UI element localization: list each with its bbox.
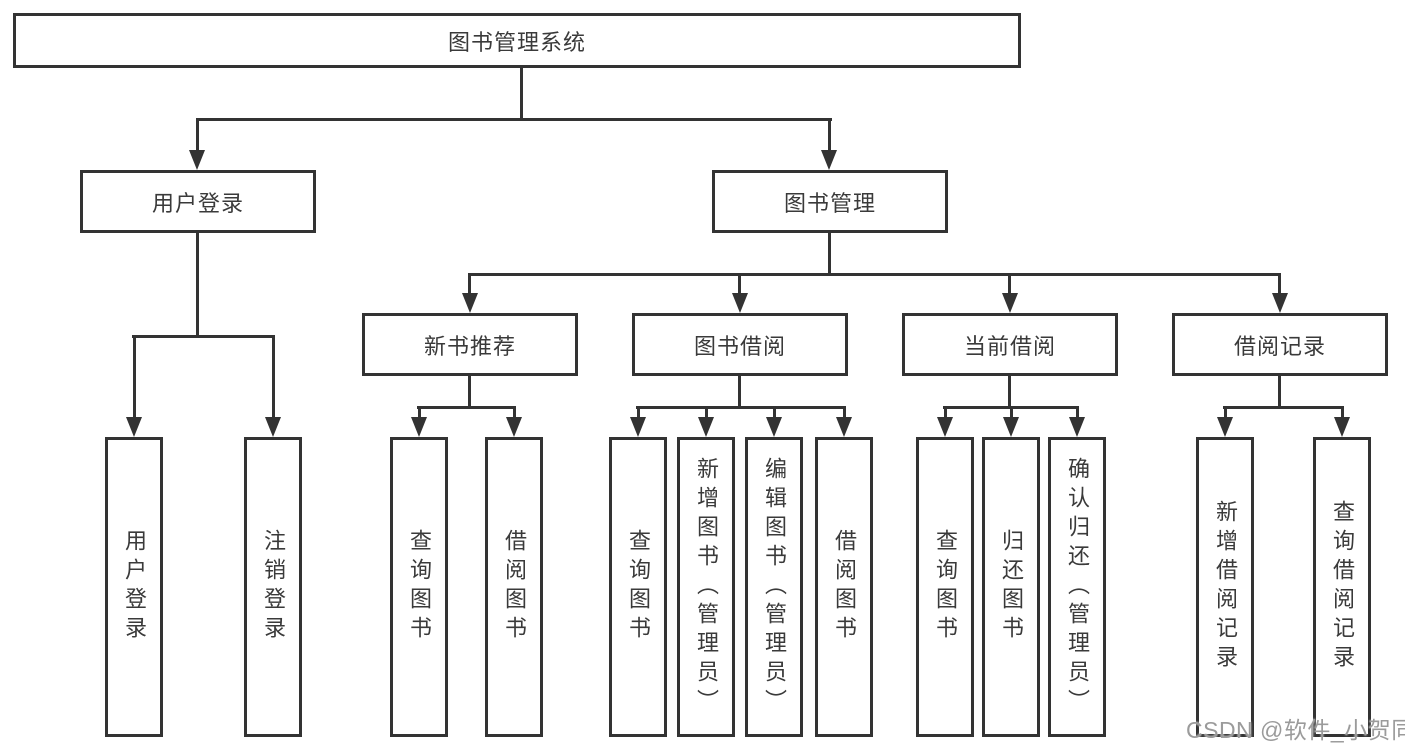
arrow-down-icon <box>126 417 142 437</box>
connector-line <box>133 335 136 419</box>
arrow-down-icon <box>1217 417 1233 437</box>
arrow-down-icon <box>1002 293 1018 313</box>
connector-line <box>196 118 832 121</box>
leaf-borrow-books: 借阅图书 <box>815 437 873 737</box>
leaf-borrow-books-recommend: 借阅图书 <box>485 437 543 737</box>
leaf-logout: 注销登录 <box>244 437 302 737</box>
connector-line <box>705 406 708 419</box>
connector-line <box>636 406 846 409</box>
leaf-add-book-admin: 新增图书（管理员） <box>677 437 735 737</box>
connector-line <box>1278 376 1281 406</box>
arrow-down-icon <box>821 150 837 170</box>
connector-line <box>637 406 640 419</box>
leaf-user-login: 用户登录 <box>105 437 163 737</box>
watermark: CSDN @软件_小贺同学 <box>1186 717 1405 743</box>
connector-line <box>1224 406 1227 419</box>
connector-line <box>1341 406 1344 419</box>
connector-line <box>738 376 741 406</box>
connector-line <box>132 335 274 338</box>
connector-line <box>1008 376 1011 406</box>
leaf-query-books-recommend: 查询图书 <box>390 437 448 737</box>
connector-line <box>468 273 471 295</box>
connector-line <box>417 406 516 409</box>
connector-line <box>272 335 275 419</box>
arrow-down-icon <box>506 417 522 437</box>
node-book-management: 图书管理 <box>712 170 948 233</box>
connector-line <box>1223 406 1344 409</box>
connector-line <box>843 406 846 419</box>
arrow-down-icon <box>937 417 953 437</box>
leaf-query-books-current: 查询图书 <box>916 437 974 737</box>
arrow-down-icon <box>732 293 748 313</box>
arrow-down-icon <box>766 417 782 437</box>
connector-line <box>1278 273 1281 295</box>
arrow-down-icon <box>462 293 478 313</box>
leaf-add-borrow-record: 新增借阅记录 <box>1196 437 1254 737</box>
arrow-down-icon <box>265 417 281 437</box>
node-borrow-record: 借阅记录 <box>1172 313 1388 376</box>
connector-line <box>738 273 741 295</box>
connector-line <box>1010 406 1013 419</box>
arrow-down-icon <box>1334 417 1350 437</box>
connector-line <box>468 376 471 406</box>
connector-line <box>828 118 831 152</box>
leaf-edit-book-admin: 编辑图书（管理员） <box>745 437 803 737</box>
leaf-query-books-borrow: 查询图书 <box>609 437 667 737</box>
node-current-borrow: 当前借阅 <box>902 313 1118 376</box>
arrow-down-icon <box>630 417 646 437</box>
connector-line <box>196 233 199 335</box>
arrow-down-icon <box>411 417 427 437</box>
connector-line <box>773 406 776 419</box>
arrow-down-icon <box>836 417 852 437</box>
connector-line <box>1076 406 1079 419</box>
arrow-down-icon <box>1003 417 1019 437</box>
connector-line <box>1008 273 1011 295</box>
arrow-down-icon <box>1272 293 1288 313</box>
connector-line <box>196 118 199 152</box>
connector-line <box>944 406 947 419</box>
leaf-query-borrow-record: 查询借阅记录 <box>1313 437 1371 737</box>
connector-line <box>468 273 1281 276</box>
arrow-down-icon <box>698 417 714 437</box>
arrow-down-icon <box>189 150 205 170</box>
connector-line <box>520 68 523 118</box>
arrow-down-icon <box>1069 417 1085 437</box>
leaf-return-book: 归还图书 <box>982 437 1040 737</box>
node-new-book-recommend: 新书推荐 <box>362 313 578 376</box>
connector-line <box>513 406 516 419</box>
leaf-confirm-return-admin: 确认归还（管理员） <box>1048 437 1106 737</box>
connector-line <box>418 406 421 419</box>
node-book-borrow: 图书借阅 <box>632 313 848 376</box>
node-user-login-branch: 用户登录 <box>80 170 316 233</box>
connector-line <box>828 233 831 273</box>
node-root: 图书管理系统 <box>13 13 1021 68</box>
